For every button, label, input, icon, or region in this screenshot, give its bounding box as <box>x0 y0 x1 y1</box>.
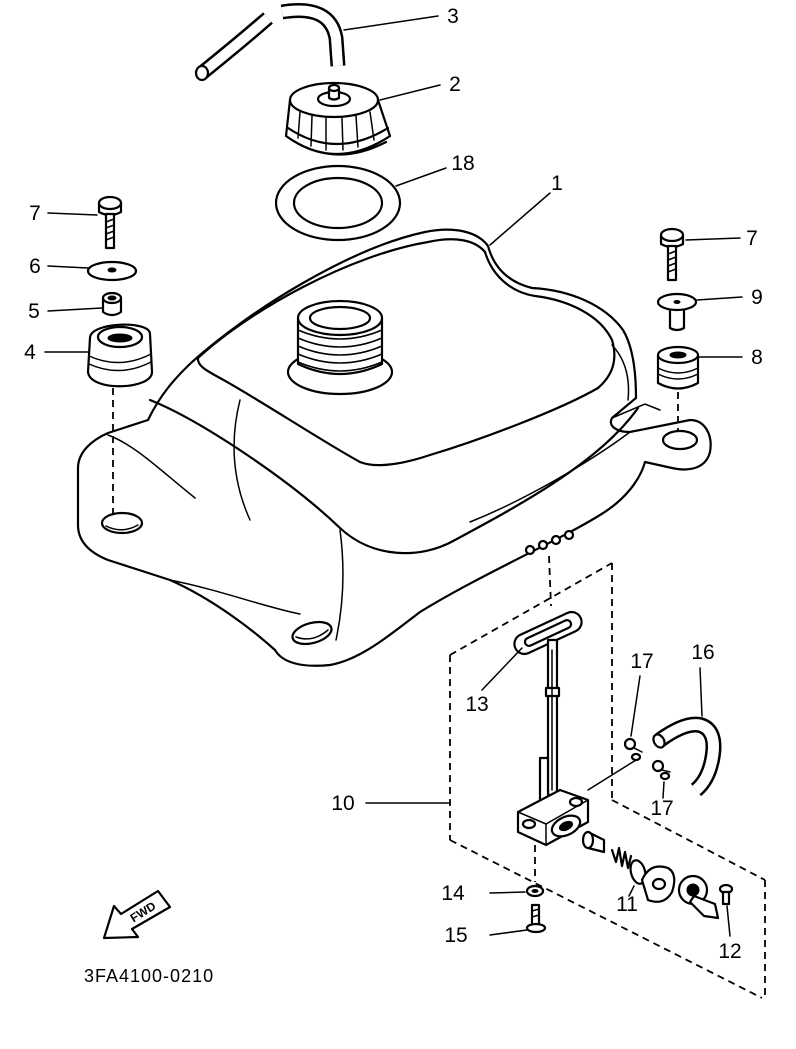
fuel-outlet-line <box>587 759 637 791</box>
leader-16 <box>699 667 703 717</box>
valve-seal <box>581 830 606 854</box>
callout-8: 8 <box>751 346 763 369</box>
washer-left <box>86 260 138 282</box>
callout-17-lower: 17 <box>650 797 673 820</box>
callout-17-upper: 17 <box>630 650 653 673</box>
callout-3: 3 <box>447 5 459 28</box>
leader-13 <box>481 647 523 691</box>
leader-5 <box>47 307 103 312</box>
callout-15: 15 <box>444 924 467 947</box>
leader-17-lower <box>662 781 665 799</box>
strainer <box>524 529 575 556</box>
callout-18: 18 <box>451 152 474 175</box>
fuel-cock-gasket <box>513 610 583 656</box>
callout-10: 10 <box>331 792 354 815</box>
leader-9 <box>696 296 743 301</box>
bolt-left <box>97 195 123 250</box>
callout-7-right: 7 <box>746 227 758 250</box>
guide-line-strainer <box>548 555 552 607</box>
callout-14: 14 <box>441 882 465 905</box>
fuel-cock-lever <box>677 874 720 920</box>
diagram-code: 3FA4100-0210 <box>84 966 214 986</box>
cap-gasket <box>274 164 402 242</box>
breather-hose <box>194 3 346 82</box>
valve-spring <box>610 846 633 870</box>
forward-arrow: FWD <box>102 889 172 940</box>
grommet-right <box>656 345 700 390</box>
filler-neck <box>286 299 394 396</box>
callout-7-left: 7 <box>29 202 41 225</box>
leader-15 <box>489 929 528 936</box>
callout-9: 9 <box>751 286 763 309</box>
callout-4: 4 <box>24 341 36 364</box>
cock-washer <box>525 884 545 898</box>
fuel-cock <box>516 638 590 847</box>
washer-right <box>656 292 698 332</box>
callout-5: 5 <box>28 300 40 323</box>
leader-14 <box>489 891 526 894</box>
grommet-left <box>86 323 154 388</box>
fuel-hose <box>652 716 722 797</box>
cock-screw <box>525 903 547 934</box>
leader-7-right <box>685 237 741 241</box>
hose-clip-upper <box>623 737 643 762</box>
leader-18 <box>395 167 447 187</box>
fuel-cock-assembly-boundary <box>449 562 766 1000</box>
leader-7-left <box>47 212 98 216</box>
callout-12: 12 <box>718 940 741 963</box>
callout-11: 11 <box>616 893 638 916</box>
callout-1: 1 <box>551 172 563 195</box>
tank-mount-hole-right <box>661 429 699 451</box>
collar <box>101 291 123 317</box>
tank-cap <box>284 81 392 156</box>
o-ring <box>629 859 647 885</box>
fuel-tank <box>76 228 712 667</box>
callout-13: 13 <box>465 693 488 716</box>
lever-screw <box>718 883 734 906</box>
leader-6 <box>47 265 89 269</box>
leader-3 <box>343 15 439 31</box>
leader-1 <box>489 192 551 246</box>
lever-plate <box>640 865 676 903</box>
callout-2: 2 <box>449 73 461 96</box>
leader-12 <box>726 905 731 937</box>
hose-clip-lower <box>651 759 671 781</box>
leader-17-upper <box>630 675 641 737</box>
leader-11 <box>628 885 635 897</box>
callout-16: 16 <box>691 641 714 664</box>
leader-2 <box>379 84 441 101</box>
callout-6: 6 <box>29 255 41 278</box>
bolt-right <box>659 227 685 282</box>
